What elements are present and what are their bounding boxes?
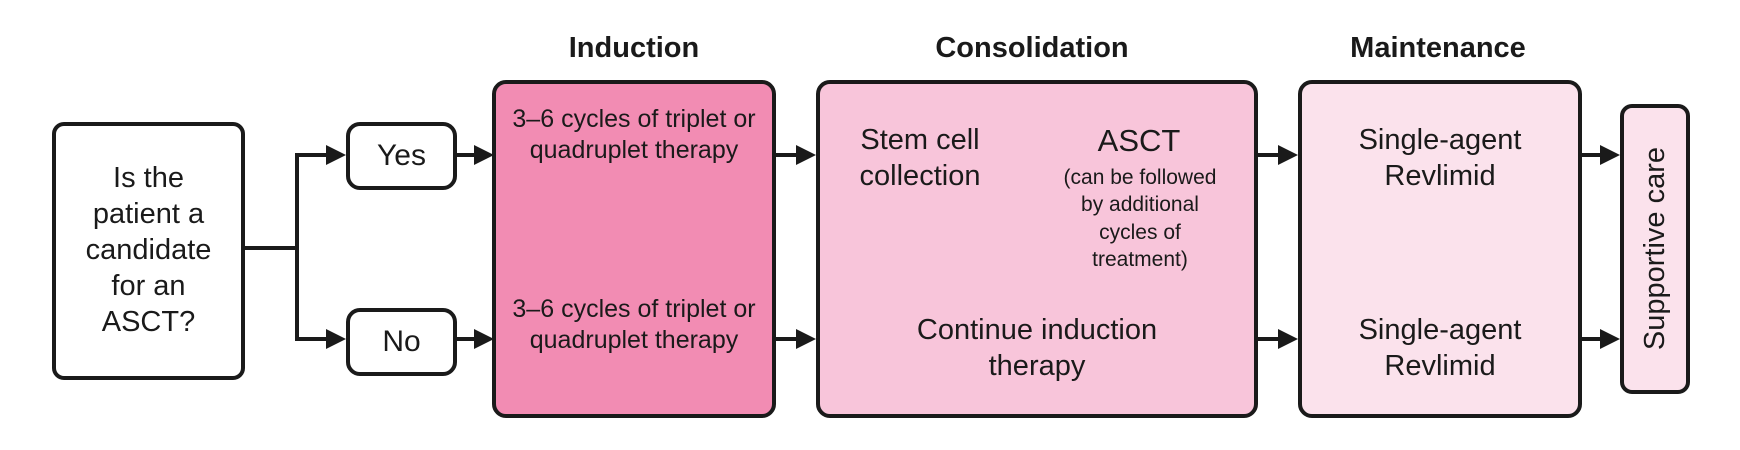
induction-no-text: 3–6 cycles of triplet or quadruplet ther… (512, 295, 756, 354)
maintenance-box: Single-agent Revlimid Single-agent Revli… (1298, 80, 1582, 418)
induction-yes-text: 3–6 cycles of triplet or quadruplet ther… (512, 105, 756, 164)
continue-induction-text: Continue induction therapy (916, 314, 1158, 383)
supportive-care-box: Supportive care (1620, 104, 1690, 394)
consolidation-box: Stem cell collection ASCT (can be follow… (816, 80, 1258, 418)
no-label: No (382, 325, 421, 358)
supportive-care-text: Supportive care (1638, 147, 1671, 351)
question-text: Is the patient a candidate for an ASCT? (85, 162, 212, 338)
heading-consolidation: Consolidation (935, 32, 1129, 64)
yes-box: Yes (346, 122, 457, 190)
yes-label: Yes (377, 139, 426, 172)
asct-note-text: (can be followed by additional cycles of… (1063, 166, 1217, 271)
no-box: No (346, 308, 457, 376)
question-box: Is the patient a candidate for an ASCT? (52, 122, 245, 380)
heading-maintenance: Maintenance (1350, 32, 1526, 64)
asct-text: ASCT (1097, 123, 1181, 158)
induction-box: 3–6 cycles of triplet or quadruplet ther… (492, 80, 776, 418)
maintenance-no-text: Single-agent Revlimid (1358, 314, 1522, 383)
maintenance-yes-text: Single-agent Revlimid (1358, 124, 1522, 193)
stem-cell-text: Stem cell collection (859, 124, 981, 193)
heading-induction: Induction (568, 32, 700, 64)
